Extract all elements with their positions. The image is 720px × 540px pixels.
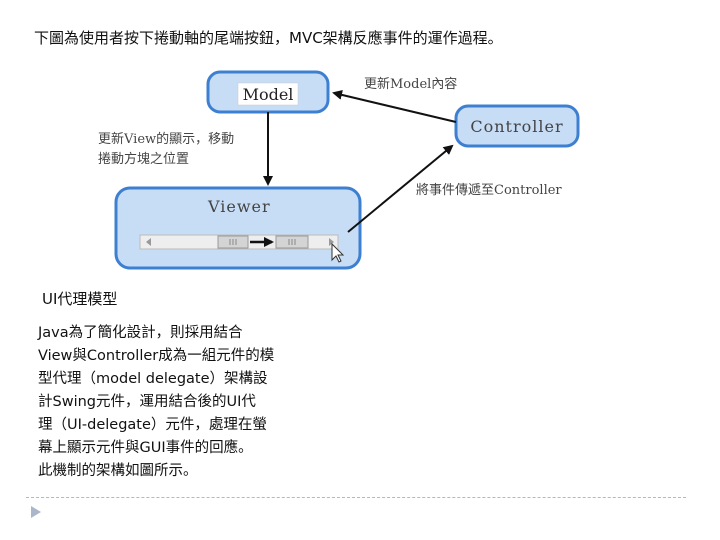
viewer-to-controller-arrow <box>347 144 454 233</box>
forward-event-note: 將事件傳遞至Controller <box>416 183 562 198</box>
subheading: UI代理模型 <box>42 290 118 308</box>
body-line: Java為了簡化設計，則採用結合 <box>38 325 243 341</box>
page-caption: 下圖為使用者按下捲動軸的尾端按鈕，MVC架構反應事件的運作過程。 <box>34 29 503 47</box>
scrollbar-right-arrow-icon <box>329 238 334 246</box>
update-model-note: 更新Model內容 <box>364 76 457 92</box>
body-line: 型代理（model delegate）架構設 <box>38 371 268 387</box>
controller-label: Controller <box>470 117 563 136</box>
update-view-note-line2: 捲動方塊之位置 <box>98 151 189 167</box>
body-line: View與Controller成為一組元件的模 <box>38 348 275 364</box>
scrollbar-left-arrow-icon <box>146 238 151 246</box>
body-line: 計Swing元件，運用結合後的UI代 <box>38 394 256 410</box>
mouse-cursor-icon <box>331 242 345 263</box>
triangle-bullet-icon <box>31 506 41 518</box>
model-label-background <box>237 82 299 106</box>
model-label: Model <box>243 85 294 104</box>
viewer-label: Viewer <box>207 197 271 216</box>
mvc-diagram: Model Controller Viewer 更新Model內容 更新View… <box>98 70 580 270</box>
body-line: 此機制的架構如圖所示。 <box>38 463 198 479</box>
body-line: 理（UI-delegate）元件，處理在螢 <box>38 417 267 433</box>
body-paragraph: Java為了簡化設計，則採用結合 View與Controller成為一組元件的模… <box>38 322 338 483</box>
controller-to-model-arrow <box>332 89 457 123</box>
update-view-note-line1: 更新View的顯示，移動 <box>98 131 234 147</box>
body-line: 幕上顯示元件與GUI事件的回應。 <box>38 440 253 456</box>
footer-divider <box>26 497 686 498</box>
scrollbar <box>139 234 345 263</box>
controller-box <box>454 104 580 148</box>
